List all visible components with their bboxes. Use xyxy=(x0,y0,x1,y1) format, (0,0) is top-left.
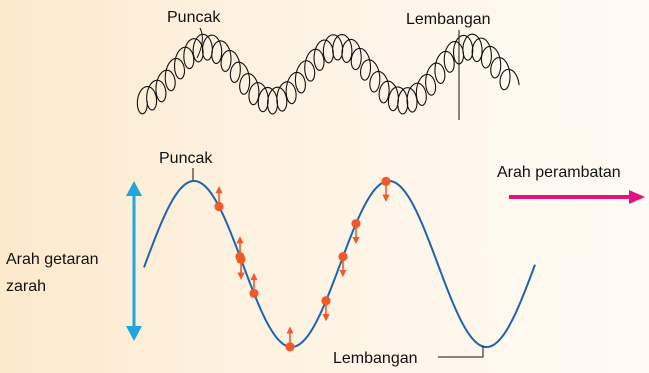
particle-dot xyxy=(381,177,390,186)
wave-trough-leader xyxy=(438,346,483,357)
spring-crest-leader xyxy=(197,28,202,58)
particle-dot xyxy=(338,252,347,261)
particle-dot xyxy=(285,342,294,351)
particle-dot xyxy=(351,219,360,228)
wave-trough-label: Lembangan xyxy=(333,350,418,367)
spring-coil xyxy=(137,34,519,114)
vibration-direction-arrow xyxy=(126,181,142,341)
particles xyxy=(214,177,390,352)
particle-dot xyxy=(214,202,223,211)
vibration-label-line1: Arah getaran xyxy=(6,251,99,268)
wave-curve xyxy=(144,181,535,347)
propagation-direction-arrow xyxy=(509,190,645,204)
spring-crest-label: Puncak xyxy=(167,9,221,26)
spring-trough-label: Lembangan xyxy=(406,11,491,28)
propagation-label: Arah perambatan xyxy=(497,164,621,181)
particle-dot xyxy=(236,255,245,264)
particle-dot xyxy=(321,296,330,305)
particle-5 xyxy=(285,328,294,352)
vibration-label-line2: zarah xyxy=(6,278,46,295)
wave-crest-label: Puncak xyxy=(159,150,213,167)
particle-dot xyxy=(249,289,258,298)
slinky-spring xyxy=(137,34,519,114)
particle-9 xyxy=(381,177,390,201)
